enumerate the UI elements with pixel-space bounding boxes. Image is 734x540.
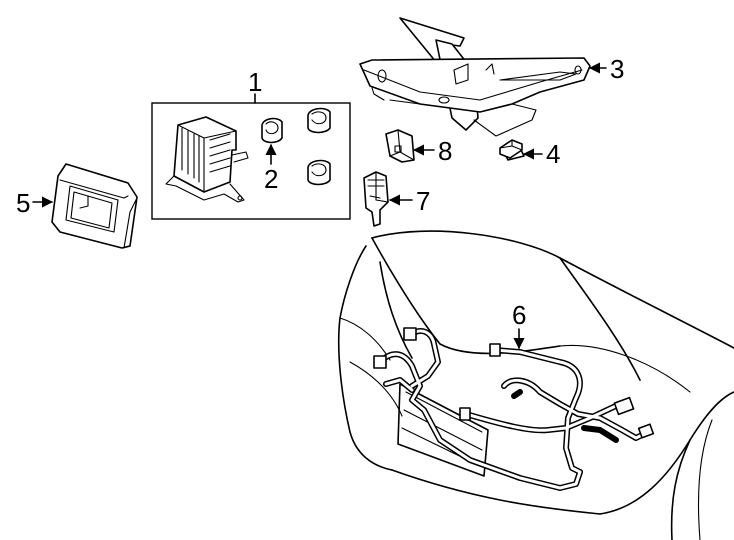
callout-3: 3 <box>610 54 624 84</box>
callout-6: 6 <box>512 300 526 330</box>
control-unit-part <box>165 116 249 203</box>
wiring-harness-part <box>373 327 655 491</box>
bolt-part <box>499 139 525 161</box>
callout-7: 7 <box>416 186 430 216</box>
connector-part <box>363 171 389 227</box>
callout-8: 8 <box>438 136 452 166</box>
clip-part-c <box>307 159 331 186</box>
callout-5: 5 <box>16 188 30 218</box>
vehicle-front-outline <box>337 230 734 540</box>
sensor-clip-part <box>385 129 415 163</box>
clip-part-a <box>261 117 283 144</box>
sensor-cover-part <box>51 163 138 249</box>
clip-part-b <box>307 107 331 134</box>
mounting-bracket-part <box>359 17 591 137</box>
callout-4: 4 <box>546 139 560 169</box>
callout-2: 2 <box>264 164 278 194</box>
callout-1: 1 <box>248 67 262 97</box>
